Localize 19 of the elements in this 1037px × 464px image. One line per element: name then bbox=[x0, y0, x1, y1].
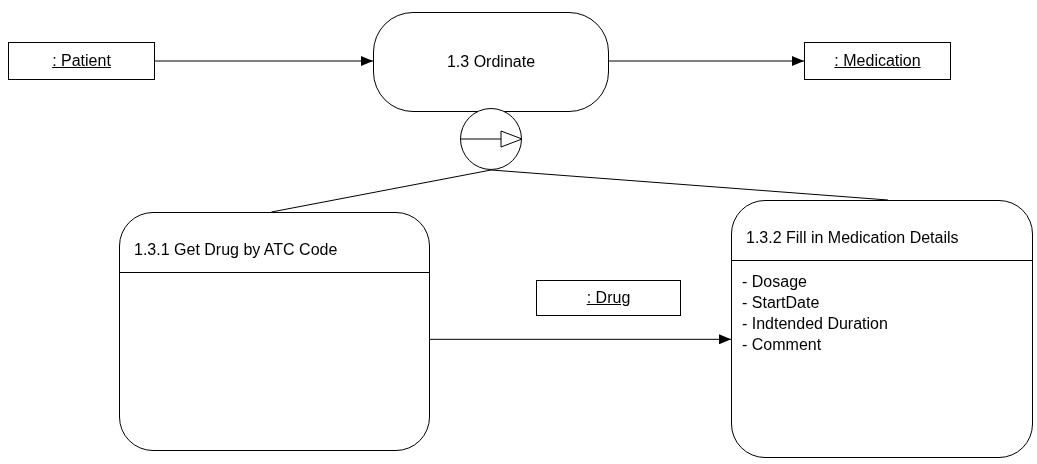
attribute-text: - StartDate bbox=[741, 293, 820, 313]
activity-box bbox=[373, 12, 609, 112]
arrow bbox=[429, 334, 732, 345]
object-name: : Medication bbox=[834, 52, 921, 70]
object-name: : Drug bbox=[586, 289, 631, 307]
state-title: 1.3.2 Fill in Medication Details bbox=[746, 229, 959, 246]
object-box bbox=[8, 42, 155, 80]
state-box bbox=[731, 200, 1033, 458]
attribute-text: - Dosage bbox=[741, 272, 807, 292]
attribute-text: - Comment bbox=[741, 335, 822, 355]
state-box bbox=[119, 212, 430, 451]
object-name: : Patient bbox=[52, 52, 111, 70]
object-box bbox=[536, 280, 681, 316]
state-title: 1.3.1 Get Drug by ATC Code bbox=[134, 241, 338, 258]
object-box bbox=[804, 42, 951, 80]
attribute-text: - Indtended Duration bbox=[741, 314, 888, 334]
activity-name: 1.3 Ordinate bbox=[446, 53, 536, 71]
arrow bbox=[608, 56, 805, 66]
arrow bbox=[154, 56, 374, 66]
